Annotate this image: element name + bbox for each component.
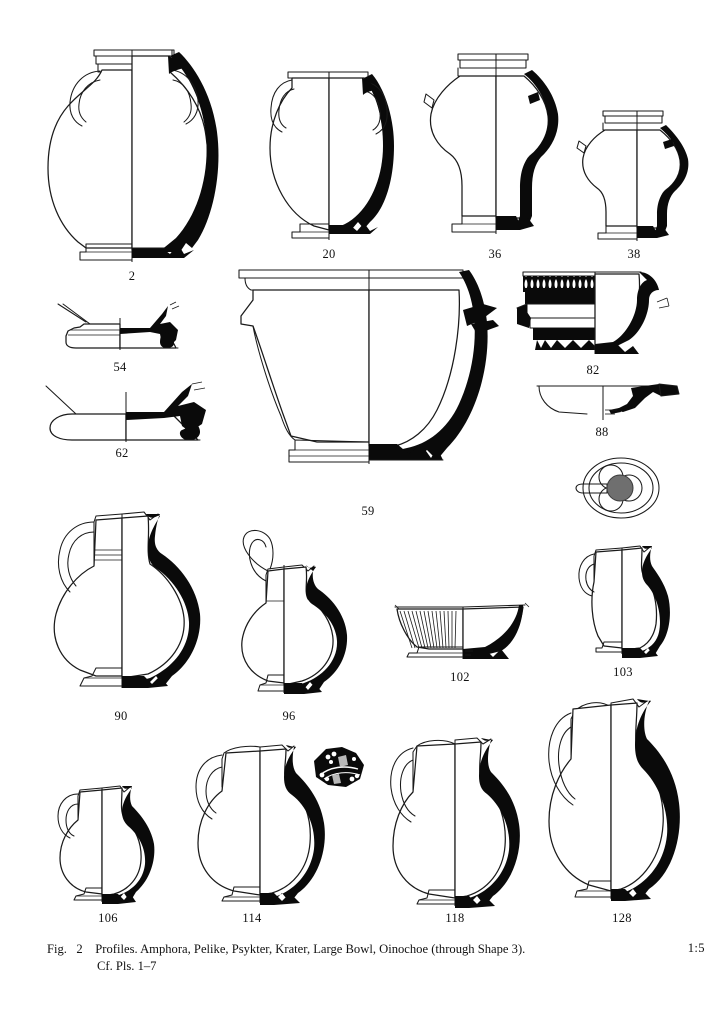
vessel-profile-128 <box>535 693 680 911</box>
vessel-profile-106 <box>46 778 156 906</box>
vessel-label-20: 20 <box>322 247 336 261</box>
vessel-label-128: 128 <box>612 911 632 925</box>
vessel-profile-88 <box>535 380 685 428</box>
vessel-profile-62 <box>42 381 214 444</box>
vessel-label-90: 90 <box>114 709 128 723</box>
pottery-sherd-fragment <box>308 745 368 793</box>
vessel-profile-118 <box>383 730 520 910</box>
figure-number-prefix: Fig. <box>47 942 67 956</box>
figure-caption: Fig. 2 Profiles. Amphora, Pelike, Psykte… <box>47 941 707 975</box>
vessel-label-102: 102 <box>450 670 470 684</box>
vessel-profile-38 <box>576 106 689 246</box>
vessel-profile-102 <box>389 601 535 663</box>
vessel-label-38: 38 <box>627 247 641 261</box>
vessel-profile-103 <box>568 538 678 666</box>
vessel-detail-trefoil-mouth-plan <box>563 455 675 521</box>
figure-number: 2 <box>76 942 83 956</box>
figure-caption-line-2: Cf. Pls. 1–7 <box>97 959 157 973</box>
vessel-profile-54 <box>50 300 190 352</box>
vessel-profile-82 <box>516 266 677 366</box>
vessel-label-96: 96 <box>282 709 296 723</box>
vessel-label-103: 103 <box>613 665 633 679</box>
vessel-profile-2 <box>34 44 230 272</box>
vessel-label-59: 59 <box>361 504 375 518</box>
vessel-label-36: 36 <box>488 247 502 261</box>
vessel-profile-59 <box>231 264 507 504</box>
vessel-profile-20 <box>258 66 400 248</box>
figure-scale: 1:5 <box>687 941 705 955</box>
vessel-label-2: 2 <box>128 269 136 283</box>
figure-caption-line-1: Profiles. Amphora, Pelike, Psykter, Krat… <box>95 942 526 956</box>
vessel-label-62: 62 <box>115 446 129 460</box>
vessel-label-114: 114 <box>242 911 262 925</box>
vessel-label-88: 88 <box>595 425 609 439</box>
vessel-profile-90 <box>40 506 206 696</box>
vessel-label-54: 54 <box>113 360 127 374</box>
vessel-profile-114 <box>190 735 325 907</box>
vessel-label-118: 118 <box>445 911 465 925</box>
vessel-profile-96 <box>222 525 348 697</box>
vessel-profile-36 <box>423 50 559 246</box>
vessel-label-106: 106 <box>98 911 118 925</box>
vessel-label-82: 82 <box>586 363 600 377</box>
